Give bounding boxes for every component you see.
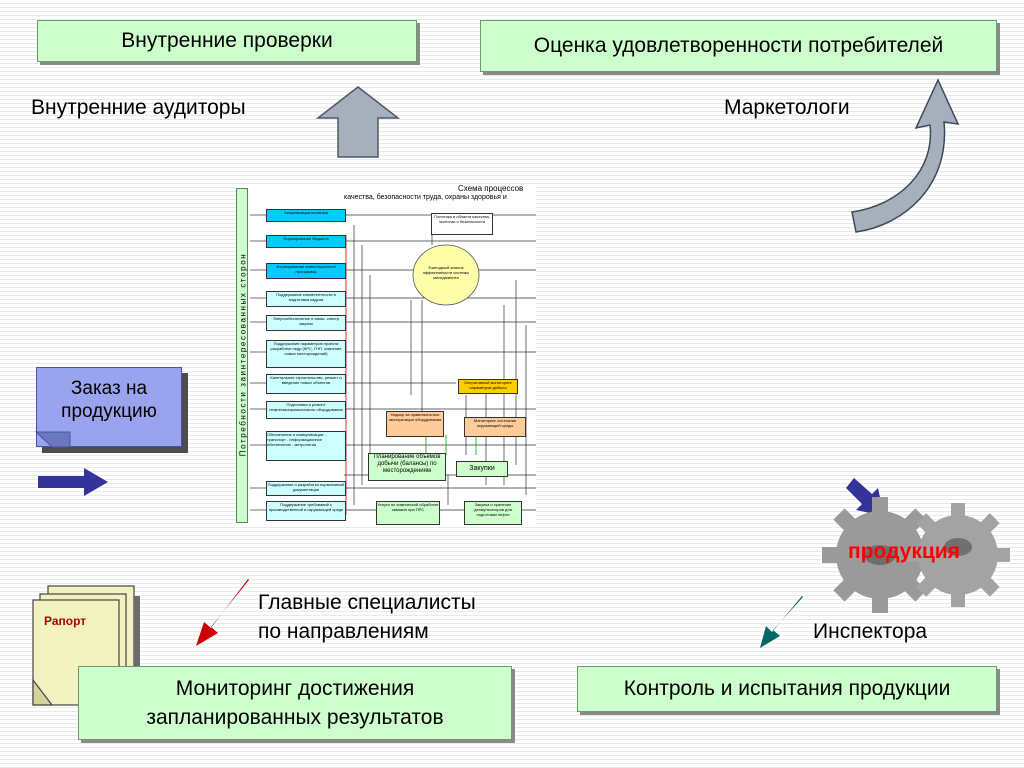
scheme-box-oil-prep: Закупка и хранение деэмульгаторов для по… xyxy=(464,501,522,525)
inspectors-label: Инспектора xyxy=(813,620,928,643)
scheme-box-policy-update: Актуализация политики xyxy=(266,209,346,222)
scheme-box-env-monitoring: Мониторинг состояния окружающей среды xyxy=(464,417,526,437)
scheme-box-project-parameters: Поддержание параметров проекта разработк… xyxy=(266,340,346,368)
scheme-box-construction: Капитальное строительство, ремонт и введ… xyxy=(266,374,346,394)
product-control-text: Контроль и испытания продукции xyxy=(623,677,951,700)
scheme-box-budget: Формирование бюджета xyxy=(266,235,346,248)
chief-specialists-line2: по направлениям xyxy=(258,620,429,643)
monitoring-box: Мониторинг достижения запланированных ре… xyxy=(78,666,512,740)
scheme-box-investment: Формирование инвестиционной программы xyxy=(266,263,346,279)
up-arrow-icon xyxy=(315,86,401,158)
scheme-box-services: Услуги по химической обработке скважин п… xyxy=(376,501,440,525)
scheme-box-quality-policy: Политика в области качества, экологии и … xyxy=(431,213,493,235)
curved-up-arrow-icon xyxy=(851,78,960,233)
red-down-arrow-icon xyxy=(196,575,249,646)
teal-down-arrow-icon xyxy=(760,592,803,648)
annual-analysis-ellipse xyxy=(412,244,480,306)
marketers-label: Маркетологи xyxy=(724,96,850,119)
scheme-box-purchases: Закупки xyxy=(456,461,508,477)
chief-specialists-line1: Главные специалисты xyxy=(258,591,476,614)
internal-audits-text: Внутренние проверки xyxy=(121,29,333,52)
scheme-box-supervision: Надзор за правильностью эксплуатации обо… xyxy=(386,411,444,437)
scheme-connectors xyxy=(250,214,536,515)
customer-satisfaction-text: Оценка удовлетворенности потребителей xyxy=(533,34,944,57)
report-label: Рапорт xyxy=(44,614,87,628)
scheme-box-planning: Планирование объёмов добычи (балансы) по… xyxy=(368,453,446,481)
product-gears-label: продукция xyxy=(848,540,960,563)
order-arrow-icon xyxy=(38,468,108,496)
scheme-box-documentation: Поддержание и разработка нормативной док… xyxy=(266,481,346,496)
scheme-annual-analysis-text: Ежегодный анализ эффективности системы м… xyxy=(422,265,470,280)
scheme-title-line1: Схема процессов xyxy=(458,185,524,193)
customer-satisfaction-box: Оценка удовлетворенности потребителей xyxy=(480,20,997,72)
scheme-box-environment: Поддержание требований к производственно… xyxy=(266,501,346,521)
product-control-box: Контроль и испытания продукции xyxy=(577,666,997,712)
scheme-title-line2: качества, безопасности труда, охраны здо… xyxy=(344,194,507,201)
scheme-box-equipment-repair: Подготовка и ремонт нефтегазопромысловог… xyxy=(266,401,346,419)
process-scheme-thumbnail: Потребности заинтересованных сторон xyxy=(236,185,536,525)
gears-icon xyxy=(822,497,1010,613)
internal-audits-box: Внутренние проверки xyxy=(37,20,417,62)
scheme-box-operational-monitoring: Оперативный мониторинг параметров добычи xyxy=(458,379,518,394)
monitoring-text: Мониторинг достижения запланированных ре… xyxy=(146,677,444,729)
order-card-text: Заказ на продукцию xyxy=(61,378,157,422)
scheme-box-competence: Поддержание компетентности и подготовка … xyxy=(266,291,346,307)
scheme-side-bar xyxy=(236,188,248,523)
scheme-box-support: Обеспечение и коммуникации: - транспорт … xyxy=(266,431,346,461)
internal-auditors-label: Внутренние аудиторы xyxy=(31,96,246,119)
scheme-box-energy: Энергообеспечение и связь. спектр закупо… xyxy=(266,315,346,331)
